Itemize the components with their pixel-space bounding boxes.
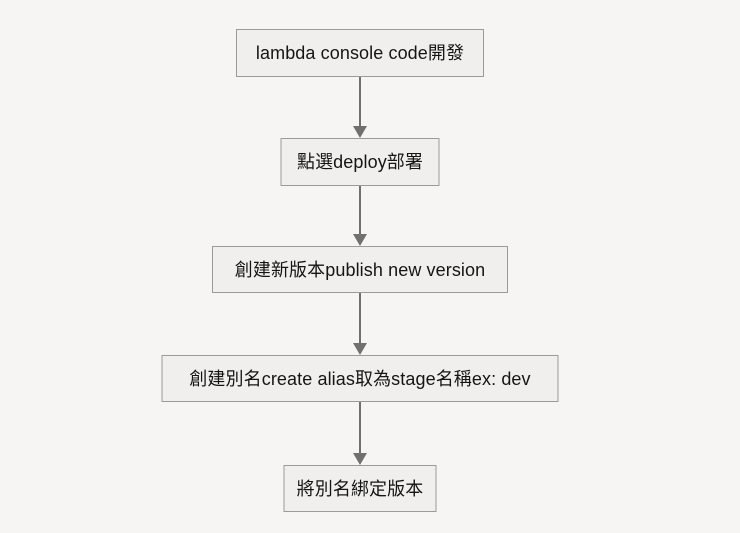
flow-node-2: 點選deploy部署 <box>280 138 440 186</box>
flow-node-1: lambda console code開發 <box>236 29 484 77</box>
flow-arrow-4 <box>353 402 367 465</box>
flow-arrow-3 <box>353 293 367 355</box>
flow-node-label: lambda console code開發 <box>255 43 465 63</box>
flow-node-label: 將別名綁定版本 <box>296 478 424 499</box>
flow-node-label: 創建別名create alias取為stage名稱ex: dev <box>189 368 531 389</box>
flow-node-label: 創建新版本publish new version <box>234 259 486 280</box>
flow-node-3: 創建新版本publish new version <box>212 246 508 293</box>
flow-node-label: 點選deploy部署 <box>296 152 424 172</box>
flow-node-5: 將別名綁定版本 <box>283 465 437 512</box>
flow-arrow-1 <box>353 77 367 138</box>
flow-node-4: 創建別名create alias取為stage名稱ex: dev <box>161 355 559 402</box>
flow-arrow-2 <box>353 186 367 246</box>
